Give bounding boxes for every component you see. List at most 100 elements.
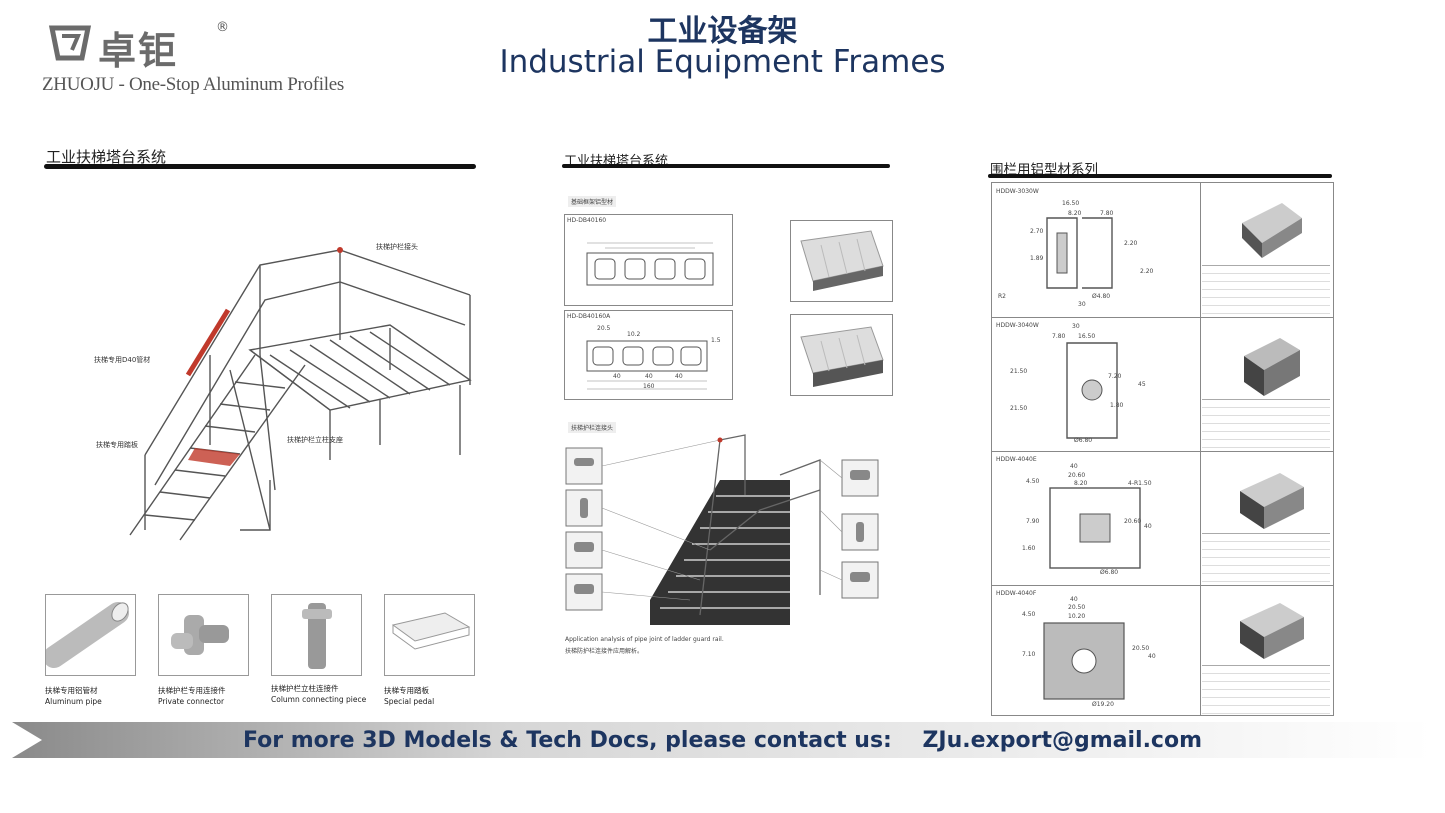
row1-dim-3: 7.80 bbox=[1100, 210, 1114, 217]
profile1-code: HD-DB40160 bbox=[567, 217, 607, 224]
profile1-section-drawing bbox=[586, 242, 714, 286]
profile1-3d-box bbox=[790, 220, 893, 302]
row2-code: HDDW-3040W bbox=[996, 322, 1039, 329]
row1-dim-8: R2 bbox=[998, 293, 1006, 300]
company-tagline: ZHUOJU - One-Stop Aluminum Profiles bbox=[42, 74, 344, 95]
row4-section-drawing bbox=[1043, 622, 1125, 700]
left-panel-title: 工业扶梯塔台系统 bbox=[46, 148, 167, 166]
row3-section-drawing bbox=[1049, 487, 1141, 569]
page-title-en: Industrial Equipment Frames bbox=[499, 44, 946, 80]
row2-3d-render bbox=[1244, 338, 1300, 396]
row2-dim-6: 45 bbox=[1138, 381, 1146, 388]
row4-dim-1: 40 bbox=[1070, 596, 1078, 603]
profile1-drawing-box: HD-DB40160 bbox=[564, 214, 733, 306]
thumb-aluminum-pipe bbox=[43, 594, 136, 676]
row3-dim-9: Ø6.80 bbox=[1100, 569, 1119, 576]
label-pipe: 扶梯专用D40管材 bbox=[94, 356, 151, 364]
row2-dim-9: Ø6.80 bbox=[1074, 437, 1093, 444]
row1-dim-1: 16.50 bbox=[1062, 200, 1080, 207]
row2-section-drawing bbox=[1066, 342, 1118, 439]
row1-code: HDDW-3030W bbox=[996, 188, 1039, 195]
mid-section2-label: 扶梯护栏连接头 bbox=[568, 422, 617, 433]
row3-dim-8: 20.60 bbox=[1124, 518, 1142, 525]
profile1-3d-render bbox=[800, 230, 884, 291]
row4-dim-5: 7.10 bbox=[1022, 651, 1036, 658]
profile2-dim-5: 40 bbox=[645, 373, 653, 380]
mid-section1-label: 基础框架铝型材 bbox=[568, 196, 617, 207]
right-panel-title-bar bbox=[988, 174, 1332, 178]
profile2-dim-3: 1.5 bbox=[711, 337, 721, 344]
left-panel-title-bar bbox=[44, 164, 476, 169]
stair-guardrail-drawing bbox=[565, 434, 879, 625]
column-connector-icon bbox=[302, 603, 332, 669]
profile2-dim-1: 20.5 bbox=[597, 325, 611, 332]
row2-spec-mini-table bbox=[1202, 399, 1330, 450]
label-pedal: 扶梯专用踏板 bbox=[96, 441, 138, 449]
row1-dim-6: 2.20 bbox=[1124, 240, 1138, 247]
row2-dim-2: 7.80 bbox=[1052, 333, 1066, 340]
row4-dim-3: 10.20 bbox=[1068, 613, 1086, 620]
profile2-section-drawing bbox=[586, 340, 708, 390]
mid-panel-title-bar bbox=[562, 164, 890, 168]
row3-dim-7: 1.60 bbox=[1022, 545, 1036, 552]
profile2-dim-7: 160 bbox=[643, 383, 655, 390]
profile-spec-table: HDDW-3030W 16.50 8.20 7.80 2.70 1.89 2.2… bbox=[991, 182, 1334, 716]
mid-caption-cn: 扶梯防护栏连接件应用解析。 bbox=[565, 648, 644, 655]
row4-dim-7: 40 bbox=[1148, 653, 1156, 660]
row2-dim-7: 1.80 bbox=[1110, 402, 1124, 409]
stair-tower-drawing bbox=[129, 247, 472, 541]
page-title-cn: 工业设备架 bbox=[647, 14, 798, 49]
profile2-dim-6: 40 bbox=[675, 373, 683, 380]
logo-wordmark: 卓钜 bbox=[98, 29, 179, 73]
row1-spec-mini-table bbox=[1202, 265, 1330, 316]
label-column-support: 扶梯护栏立柱支座 bbox=[287, 436, 343, 444]
row1-dim-7: 2.20 bbox=[1140, 268, 1154, 275]
profile2-drawing-box: HD-DB40160A 20.5 10.2 1.5 40 40 40 160 bbox=[564, 310, 733, 400]
mid-caption-en: Application analysis of pipe joint of la… bbox=[565, 636, 724, 643]
registered-mark: ® bbox=[216, 20, 229, 35]
profile2-dim-4: 40 bbox=[613, 373, 621, 380]
row3-dim-10: 40 bbox=[1144, 523, 1152, 530]
row1-section-drawing bbox=[1046, 217, 1113, 289]
logo-icon bbox=[48, 25, 92, 61]
row2-dim-8: 21.50 bbox=[1010, 405, 1028, 412]
row2-dim-3: 16.50 bbox=[1078, 333, 1096, 340]
row1-3d-render bbox=[1242, 203, 1302, 258]
row1-dim-9: Ø4.80 bbox=[1092, 293, 1111, 300]
row2-dim-1: 30 bbox=[1072, 323, 1080, 330]
row3-spec-mini-table bbox=[1202, 533, 1330, 584]
row3-dim-6: 7.90 bbox=[1026, 518, 1040, 525]
thumb-special-pedal bbox=[384, 594, 475, 676]
profile2-3d-box bbox=[790, 314, 893, 396]
profile2-dim-2: 10.2 bbox=[627, 331, 641, 338]
footer-banner bbox=[12, 722, 1432, 758]
row4-dim-6: 20.50 bbox=[1132, 645, 1150, 652]
row3-dim-4: 4.50 bbox=[1026, 478, 1040, 485]
row1-dim-4: 2.70 bbox=[1030, 228, 1044, 235]
row2-dim-4: 21.50 bbox=[1010, 368, 1028, 375]
row1-dim-5: 1.89 bbox=[1030, 255, 1044, 262]
row3-code: HDDW-4040E bbox=[996, 456, 1037, 463]
row4-3d-render bbox=[1240, 603, 1304, 659]
connector-icon bbox=[171, 615, 229, 655]
profile2-code: HD-DB40160A bbox=[567, 313, 611, 320]
row3-dim-2: 20.60 bbox=[1068, 472, 1086, 479]
row3-dim-3: 8.20 bbox=[1074, 480, 1088, 487]
row3-3d-render bbox=[1240, 473, 1304, 529]
pedal-icon bbox=[391, 612, 471, 650]
thumb-private-connector bbox=[158, 594, 249, 676]
row1-dim-2: 8.20 bbox=[1068, 210, 1082, 217]
label-handrail-joint: 扶梯护栏接头 bbox=[376, 243, 418, 251]
profile2-3d-render bbox=[800, 326, 884, 387]
thumb-column-connector bbox=[271, 594, 362, 676]
row4-dim-2: 20.50 bbox=[1068, 604, 1086, 611]
row4-dim-8: Ø19.20 bbox=[1092, 701, 1114, 708]
row2-dim-5: 7.20 bbox=[1108, 373, 1122, 380]
row4-spec-mini-table bbox=[1202, 665, 1330, 714]
aluminum-pipe-icon bbox=[43, 602, 129, 668]
row4-dim-4: 4.50 bbox=[1022, 611, 1036, 618]
